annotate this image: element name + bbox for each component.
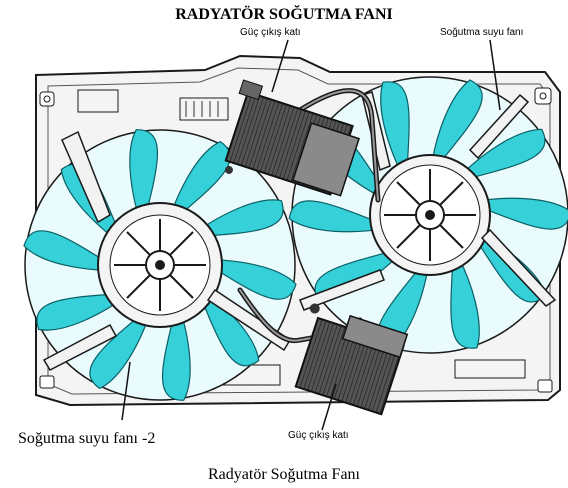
leader-lines (121, 39, 501, 431)
label-coolant-fan-2: Soğutma suyu fanı -2 (18, 430, 156, 447)
left-fan-struts (42, 130, 292, 371)
label-power-output-bottom: Güç çıkış katı (288, 430, 349, 441)
right-fan-struts (299, 91, 557, 311)
label-coolant-fan: Soğutma suyu fanı (440, 27, 524, 38)
diagram-title: RADYATÖR SOĞUTMA FANI (175, 6, 393, 23)
label-power-output-top: Güç çıkış katı (240, 27, 301, 38)
power-output-module-bottom (294, 303, 409, 416)
figure-caption: Radyatör Soğutma Fanı (208, 466, 360, 483)
power-output-module-top (224, 79, 360, 197)
